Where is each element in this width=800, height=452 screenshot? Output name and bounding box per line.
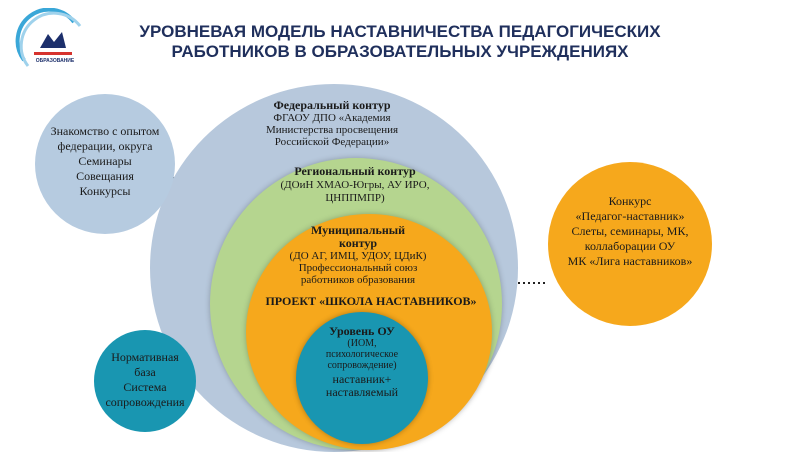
right-block: Конкурс «Педагог-наставник» Слеты, семин… <box>552 194 708 269</box>
right-line-5: МК «Лига наставников» <box>567 254 693 268</box>
regional-heading: Региональный контур <box>294 164 416 178</box>
left-bottom-line-4: сопровождения <box>105 395 185 409</box>
municipal-block: Муниципальный контур (ДО АГ, ИМЦ, УДОУ, … <box>268 223 448 287</box>
federal-line-2: Министерства просвещения <box>265 124 399 136</box>
ou-line-1: (ИОМ, <box>347 338 377 349</box>
ou-block: Уровень ОУ (ИОМ, психологическое сопрово… <box>300 324 424 399</box>
right-line-2: «Педагог-наставник» <box>575 209 685 223</box>
left-top-line-2: федерации, округа <box>57 139 153 153</box>
left-top-line-4: Совещания <box>76 169 134 183</box>
left-bottom-line-1: Нормативная <box>111 350 179 364</box>
ou-heading: Уровень ОУ <box>329 324 395 338</box>
right-line-1: Конкурс <box>608 194 652 208</box>
municipal-heading-2: контур <box>338 236 378 250</box>
federal-block: Федеральный контур ФГАОУ ДПО «Академия М… <box>232 98 432 148</box>
title-line-2: РАБОТНИКОВ В ОБРАЗОВАТЕЛЬНЫХ УЧРЕЖДЕНИЯХ <box>171 42 629 61</box>
federal-line-3: Российской Федерации» <box>274 136 390 148</box>
ou-bottom-line-2: наставляемый <box>325 385 399 399</box>
left-bottom-line-2: база <box>134 365 156 379</box>
left-bottom-block: Нормативная база Система сопровождения <box>96 350 194 410</box>
municipal-line-3: работников образования <box>300 274 416 286</box>
logo-text: ОБРАЗОВАНИЕ <box>35 58 75 64</box>
right-line-4: коллаборации ОУ <box>584 239 676 253</box>
municipal-line-1: (ДО АГ, ИМЦ, УДОУ, ЦДиК) <box>289 250 427 262</box>
logo: ОБРАЗОВАНИЕ <box>14 7 88 82</box>
ou-circle <box>296 312 428 444</box>
logo-emblem-icon <box>15 7 82 67</box>
municipal-heading-1: Муниципальный <box>310 223 406 237</box>
title-line-1: УРОВНЕВАЯ МОДЕЛЬ НАСТАВНИЧЕСТВА ПЕДАГОГИ… <box>139 22 661 41</box>
left-top-block: Знакомство с опытом федерации, округа Се… <box>38 124 172 199</box>
left-top-line-5: Конкурсы <box>79 184 131 198</box>
left-top-line-1: Знакомство с опытом <box>50 124 160 138</box>
ou-line-2: психологическое <box>325 349 399 360</box>
project-label: ПРОЕКТ «ШКОЛА НАСТАВНИКОВ» <box>265 294 477 308</box>
federal-line-1: ФГАОУ ДПО «Академия <box>273 112 391 124</box>
municipal-line-2: Профессиональный союз <box>298 262 418 274</box>
regional-line-1: (ДОиН ХМАО-Югры, АУ ИРО, <box>280 179 430 191</box>
ou-bottom-line-1: наставник+ <box>332 372 392 386</box>
regional-block: Региональный контур (ДОиН ХМАО-Югры, АУ … <box>255 164 455 205</box>
left-top-line-3: Семинары <box>78 154 132 168</box>
right-circle <box>548 162 712 326</box>
page-title: УРОВНЕВАЯ МОДЕЛЬ НАСТАВНИЧЕСТВА ПЕДАГОГИ… <box>100 22 700 62</box>
left-top-circle <box>35 94 175 234</box>
federal-heading: Федеральный контур <box>273 98 391 112</box>
regional-line-2: ЦНППМПР) <box>325 192 385 204</box>
left-bottom-circle <box>94 330 196 432</box>
ou-line-3: сопровождение) <box>327 360 397 371</box>
right-line-3: Слеты, семинары, МК, <box>571 224 689 238</box>
left-bottom-line-3: Система <box>123 380 167 394</box>
